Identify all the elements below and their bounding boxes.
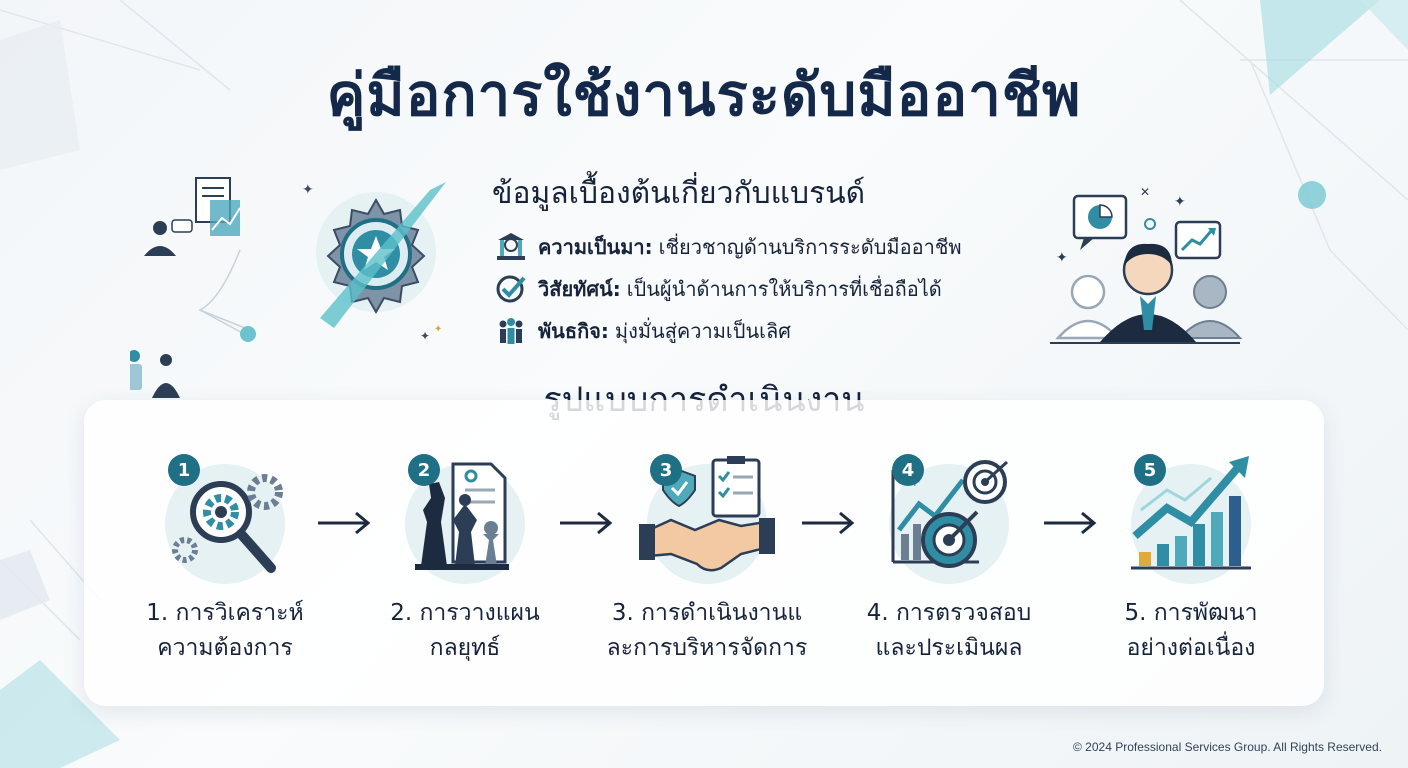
- brand-item-history: ความเป็นมา: เชี่ยวชาญด้านบริการระดับมืออ…: [494, 226, 962, 268]
- check-icon: [496, 275, 526, 303]
- step-label: 3. การดำเนินงานแ ละการบริหารจัดการ: [592, 596, 822, 666]
- svg-text:✦: ✦: [302, 182, 314, 198]
- brand-item-text: เชี่ยวชาญด้านบริการระดับมืออาชีพ: [658, 235, 962, 259]
- brand-illustration-left: ✦ ✦ ✦: [130, 177, 446, 398]
- process-step-5: 5 5. การพัฒนา อย่างต่อเนื่อง: [1076, 450, 1306, 690]
- arrow-right-icon: [802, 511, 855, 535]
- step-label: 5. การพัฒนา อย่างต่อเนื่อง: [1076, 596, 1306, 666]
- step-label-line: ละการบริหารจัดการ: [606, 635, 808, 661]
- step-label-line: 3. การดำเนินงานแ: [611, 600, 803, 626]
- step-number-badge: 1: [168, 454, 200, 486]
- svg-text:✦: ✦: [1056, 250, 1068, 266]
- step-number-badge: 5: [1134, 454, 1166, 486]
- step-label-line: 5. การพัฒนา: [1124, 600, 1258, 626]
- step-label: 1. การวิเคราะห์ ความต้องการ: [110, 596, 340, 666]
- meeting-people-icon: [130, 350, 180, 398]
- handshake-icon: [639, 456, 775, 584]
- copyright-footer: © 2024 Professional Services Group. All …: [1073, 740, 1382, 754]
- process-step-1: 1 1. การวิเคราะห์ ความต้องการ: [110, 450, 340, 690]
- gear-star-icon: ✦ ✦ ✦: [302, 182, 446, 343]
- magnifier-gears-icon: [165, 464, 285, 584]
- process-step-3: 3 3. การดำเนินงานแ ละการบริหารจัดการ: [592, 450, 822, 690]
- brand-info-list: ความเป็นมา: เชี่ยวชาญด้านบริการระดับมืออ…: [494, 226, 962, 352]
- svg-text:✦: ✦: [434, 324, 442, 335]
- step-label-line: 2. การวางแผน: [390, 600, 540, 626]
- step-number-badge: 3: [650, 454, 682, 486]
- brand-illustration-right: ✕ ✦ ✦: [1050, 185, 1243, 344]
- brand-item-label: ความเป็นมา:: [538, 235, 653, 259]
- step-number-badge: 2: [408, 454, 440, 486]
- svg-text:✦: ✦: [1174, 194, 1186, 210]
- trend-chart-bubble-icon: [1174, 220, 1222, 260]
- step-label: 4. การตรวจสอบ และประเมินผล: [834, 596, 1064, 666]
- step-label-line: กลยุทธ์: [429, 635, 501, 661]
- process-step-4: 4 + 4. การตรวจสอบ และประเมินผล: [834, 450, 1064, 690]
- arrow-right-icon: [560, 511, 613, 535]
- pie-chart-bubble-icon: [1072, 194, 1128, 250]
- brand-item-text: เป็นผู้นำด้านการให้บริการที่เชื่อถือได้: [626, 277, 942, 301]
- process-step-2: 2 2. การวางแผน กลยุทธ์: [350, 450, 580, 690]
- target-chart-icon: +: [889, 460, 1009, 584]
- report-document-icon: [195, 177, 241, 236]
- page-title: คู่มือการใช้งานระดับมืออาชีพ: [326, 61, 1082, 129]
- step-label: 2. การวางแผน กลยุทธ์: [350, 596, 580, 666]
- brand-item-vision: วิสัยทัศน์: เป็นผู้นำด้านการให้บริการที่…: [494, 268, 962, 310]
- step-label-line: 4. การตรวจสอบ: [866, 600, 1032, 626]
- svg-text:✦: ✦: [420, 329, 430, 343]
- step-label-line: และประเมินผล: [875, 635, 1023, 661]
- svg-text:✕: ✕: [1140, 185, 1150, 199]
- consultant-icon: [144, 219, 193, 256]
- step-label-line: อย่างต่อเนื่อง: [1126, 635, 1256, 661]
- brand-heading: ข้อมูลเบื้องต้นเกี่ยวกับแบรนด์: [492, 176, 866, 211]
- step-label-line: 1. การวิเคราะห์: [146, 600, 304, 626]
- arrow-right-icon: [318, 511, 371, 535]
- chess-strategy-icon: [405, 462, 525, 584]
- arrow-right-icon: [1044, 511, 1097, 535]
- business-team-icon: [1050, 243, 1243, 344]
- history-icon: [497, 233, 525, 260]
- brand-item-mission: พันธกิจ: มุ่งมั่นสู่ความเป็นเลิศ: [494, 310, 962, 352]
- growth-chart-icon: [1131, 456, 1251, 584]
- brand-item-label: พันธกิจ:: [538, 319, 609, 343]
- brand-item-text: มุ่งมั่นสู่ความเป็นเลิศ: [614, 319, 791, 343]
- brand-item-label: วิสัยทัศน์:: [538, 277, 621, 301]
- team-icon: [499, 318, 523, 344]
- step-label-line: ความต้องการ: [157, 635, 293, 661]
- step-number-badge: 4: [892, 454, 924, 486]
